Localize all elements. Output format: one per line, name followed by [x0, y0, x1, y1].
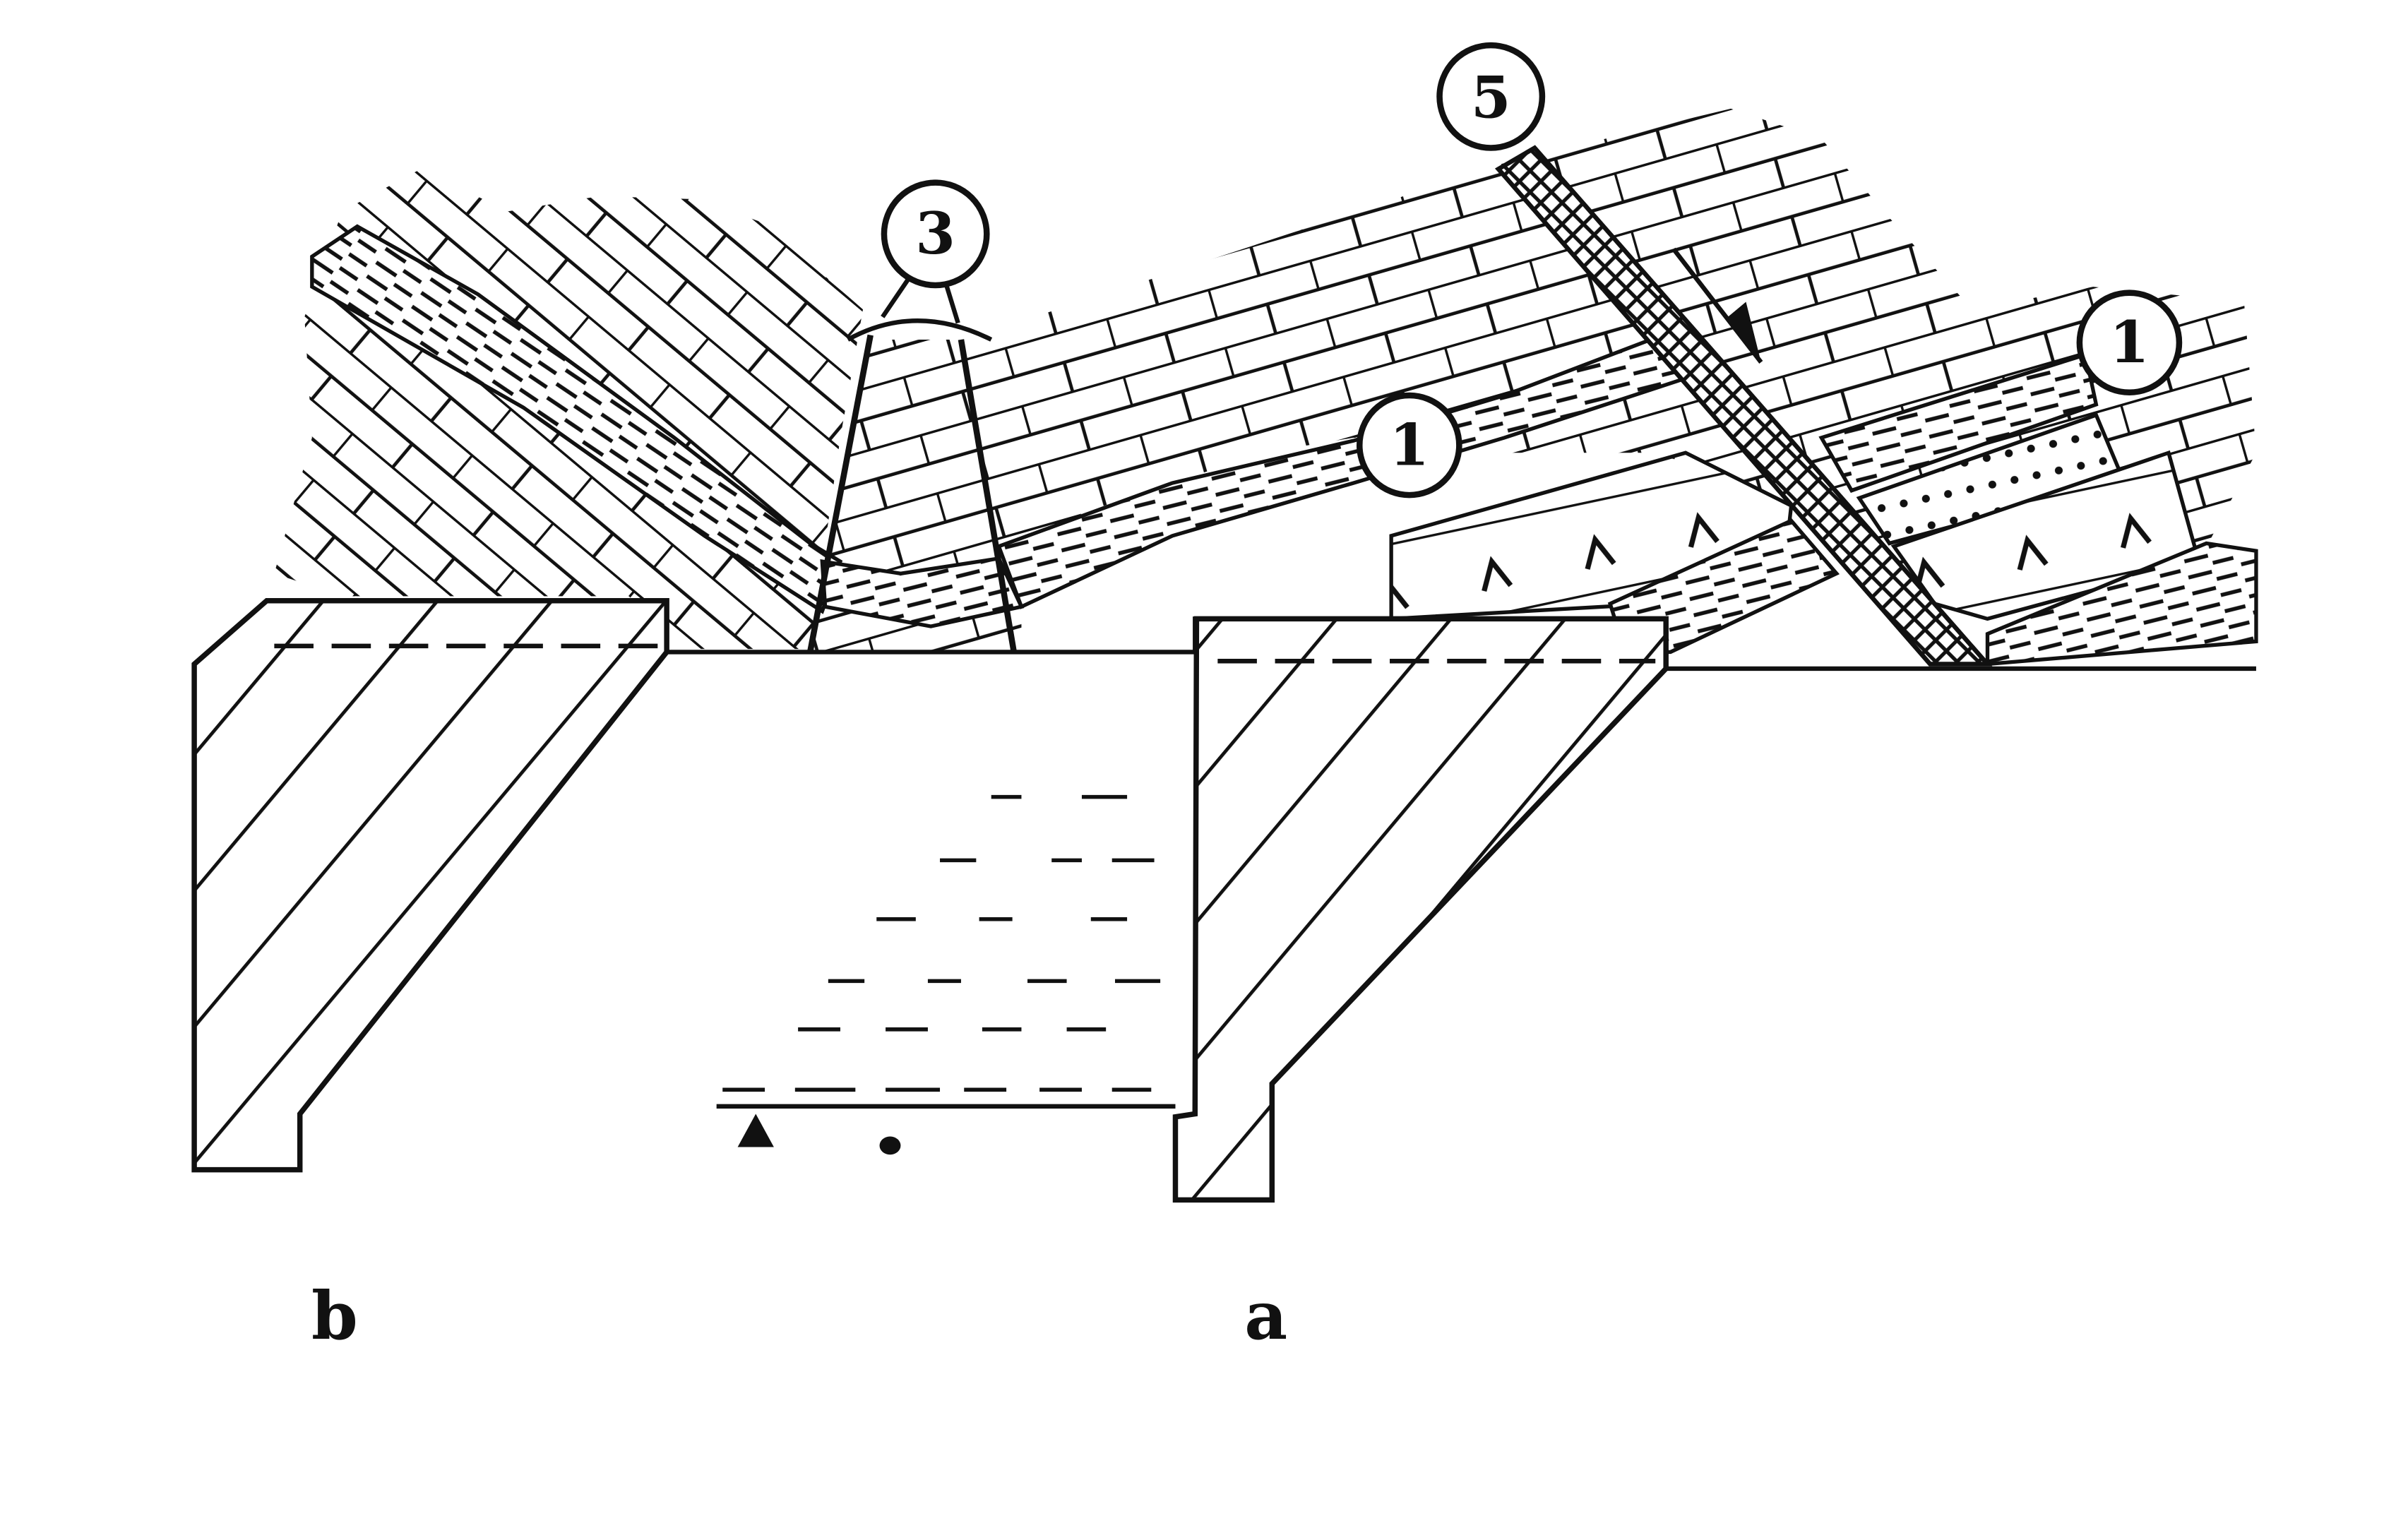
fold-axis-right	[958, 339, 1017, 653]
left-embankment	[191, 597, 669, 1173]
callout-1-center-label: 1	[1390, 412, 1430, 479]
callout-3: 3	[881, 179, 990, 324]
callout-5: 5	[1436, 42, 1546, 151]
fault-breccia-zone	[1494, 145, 1993, 667]
water-surface-dashes	[722, 794, 1161, 1092]
callout-1-right-label: 1	[2109, 309, 2150, 376]
callout-1-center: 1	[1356, 392, 1462, 499]
slip-arrow	[1671, 247, 1763, 364]
slip-arrow-head	[1727, 302, 1761, 363]
fold-hinge-arc	[847, 318, 993, 342]
callout-3-label: 3	[915, 201, 955, 268]
callout-5-label: 5	[1471, 65, 1511, 132]
left-limb-shale	[310, 224, 843, 614]
panel-label-right: a	[1244, 1277, 1287, 1355]
far-right-shale	[1985, 541, 2258, 667]
excavation-section	[191, 597, 1669, 1203]
hanging-wall-shale	[1818, 352, 2099, 493]
fold-axis-left	[807, 334, 874, 653]
measurement-point-icon	[879, 1136, 901, 1155]
fold-strata	[274, 108, 2258, 667]
right-embankment	[1172, 616, 1669, 1203]
callout-1-right: 1	[2076, 290, 2183, 396]
panel-label-left: b	[311, 1277, 358, 1355]
water-level-marker-icon	[737, 1114, 774, 1147]
